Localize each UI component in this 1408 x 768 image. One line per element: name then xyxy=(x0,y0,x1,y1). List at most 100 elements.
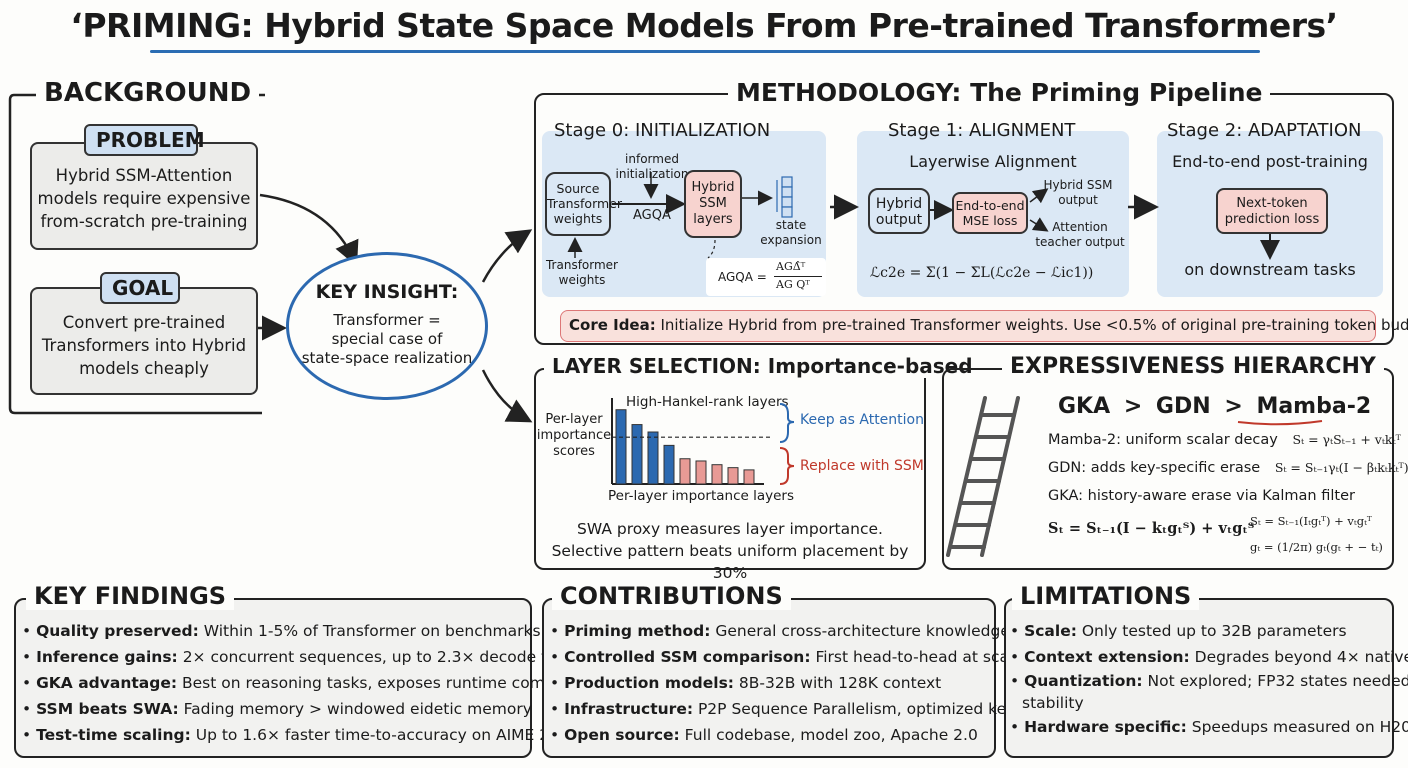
attn-output-label: Attention xyxy=(1052,220,1108,234)
x-axis-label: Per-layer importance layers xyxy=(608,488,795,504)
list-item: • Controlled SSM comparison: First head-… xyxy=(550,648,1023,666)
layer-selection-heading: LAYER SELECTION: Importance-based xyxy=(544,354,981,378)
list-item: • Hardware specific: Speedups measured o… xyxy=(1010,718,1408,736)
layer-caption-line: SWA proxy measures layer importance. xyxy=(577,520,883,538)
attn-output-label: teacher output xyxy=(1035,235,1125,249)
y-label-line: importance xyxy=(536,428,612,443)
list-item: • Infrastructure: P2P Sequence Paralleli… xyxy=(550,700,1044,718)
page-title: ‘PRIMING: Hybrid State Space Models From… xyxy=(70,6,1338,45)
chart-bar xyxy=(743,469,755,485)
mamba-line: Mamba-2: uniform scalar decay Sₜ = γₜSₜ₋… xyxy=(1048,432,1401,448)
list-item: • Quality preserved: Within 1-5% of Tran… xyxy=(22,622,541,640)
key-insight-line: special case of xyxy=(331,330,443,348)
stage2-title: Stage 2: ADAPTATION xyxy=(1167,120,1362,141)
key-findings-frame xyxy=(14,598,532,758)
list-item: • Scale: Only tested up to 32B parameter… xyxy=(1010,622,1347,640)
contributions-list: • Priming method: General cross-architec… xyxy=(550,618,1076,748)
informed-label: informed xyxy=(625,152,679,166)
y-label-line: scores xyxy=(553,444,595,459)
gka-label: GKA xyxy=(1058,394,1111,419)
formula-num: AGΔ̂ᵀ xyxy=(776,260,806,273)
contributions-heading: CONTRIBUTIONS xyxy=(552,582,791,610)
keep-attention-label: Keep as Attention xyxy=(800,412,924,428)
list-item: • Priming method: General cross-architec… xyxy=(550,622,1077,640)
arrow-insight-method xyxy=(481,229,533,283)
stage2-subtitle: End-to-end post-training xyxy=(1172,152,1368,171)
next-token-line: Next-token xyxy=(1236,196,1308,211)
gdn-line: GDN: adds key-specific erase Sₜ = Sₜ₋₁γₜ… xyxy=(1048,460,1408,476)
key-insight-ellipse: KEY INSIGHT: Transformer = special case … xyxy=(286,252,488,400)
list-item: • GKA advantage: Best on reasoning tasks… xyxy=(22,674,624,692)
expressiveness-heading: EXPRESSIVENESS HIERARCHY xyxy=(1002,354,1384,379)
list-item: stability xyxy=(1022,694,1084,712)
keep-brace xyxy=(779,403,795,443)
agqa-formula: AGQA = AGΔ̂ᵀ AG Qᵀ xyxy=(706,258,826,296)
next-token-line: prediction loss xyxy=(1224,212,1320,227)
source-box-line: Source xyxy=(556,181,600,196)
mamba-line-label: Mamba-2: uniform scalar decay xyxy=(1048,432,1278,448)
mse-line: End-to-end xyxy=(955,198,1025,213)
formula-lhs: AGQA = xyxy=(718,270,767,284)
source-box-line: Transformer xyxy=(547,196,623,211)
background-bracket xyxy=(8,93,262,415)
limitations-frame xyxy=(1004,598,1394,758)
list-item: • Context extension: Degrades beyond 4× … xyxy=(1010,648,1408,666)
mse-line: MSE loss xyxy=(962,213,1018,228)
key-findings-list: • Quality preserved: Within 1-5% of Tran… xyxy=(22,618,628,748)
goal-line: models cheaply xyxy=(79,359,209,378)
problem-label: PROBLEM xyxy=(84,124,205,156)
gdn-eq: Sₜ = Sₜ₋₁γₜ(I − βₜkₜkₜᵀ) xyxy=(1274,460,1408,475)
title-underline xyxy=(150,50,1260,53)
ssm-output-label: output xyxy=(1058,193,1098,207)
list-item: • Test-time scaling: Up to 1.6× faster t… xyxy=(22,726,579,744)
replace-brace xyxy=(779,447,795,485)
problem-line: from-scratch pre-training xyxy=(40,212,248,231)
hybrid-box-line: SSM xyxy=(699,196,727,211)
state-label: state xyxy=(775,218,807,232)
state-grid-icon xyxy=(781,176,793,218)
gdn-line-label: GDN: adds key-specific erase xyxy=(1048,460,1261,476)
problem-line: Hybrid SSM-Attention xyxy=(55,166,233,185)
key-insight-line: Transformer = xyxy=(333,311,441,329)
replace-ssm-label: Replace with SSM xyxy=(800,458,924,474)
mamba-eq: Sₜ = γₜSₜ₋₁ + vₜkₜᵀ xyxy=(1292,432,1401,447)
mamba-label: Mamba-2 xyxy=(1256,394,1372,419)
gka-eq-small2: gₜ = (1/2π) gₜ(gₜ + − tₜ) xyxy=(1250,540,1383,554)
list-item: • Open source: Full codebase, model zoo,… xyxy=(550,726,978,744)
methodology-heading: METHODOLOGY: The Priming Pipeline xyxy=(728,78,1271,107)
stage1-title: Stage 1: ALIGNMENT xyxy=(888,120,1076,141)
goal-box: Convert pre-trained Transformers into Hy… xyxy=(30,287,258,395)
hybrid-ssm-box: Hybrid SSM layers xyxy=(684,170,742,238)
limitations-heading: LIMITATIONS xyxy=(1012,582,1200,610)
list-item: • Production models: 8B-32B with 128K co… xyxy=(550,674,942,692)
layer-caption-line: Selective pattern beats uniform placemen… xyxy=(551,542,909,582)
chart-bar xyxy=(615,409,627,485)
chart-bar xyxy=(727,467,739,485)
list-item: • Quantization: Not explored; FP32 state… xyxy=(1010,672,1408,690)
stage1-subtitle: Layerwise Alignment xyxy=(909,152,1077,171)
list-item: • SSM beats SWA: Fading memory > windowe… xyxy=(22,700,532,718)
background-heading: BACKGROUND xyxy=(36,78,260,108)
ssm-output-label: Hybrid SSM xyxy=(1043,178,1113,192)
agqa-label: AGQA xyxy=(633,208,671,223)
hybrid-output-line: Hybrid xyxy=(875,196,923,212)
list-item: • Inference gains: 2× concurrent sequenc… xyxy=(22,648,628,666)
informed-label: initialization xyxy=(615,167,689,181)
state-label: expansion xyxy=(760,233,822,247)
mse-loss-box: End-to-end MSE loss xyxy=(952,192,1028,234)
chart-bar xyxy=(631,424,643,485)
chart-bar xyxy=(711,464,723,485)
chart-bar xyxy=(647,431,659,485)
gdn-label: GDN xyxy=(1155,394,1211,419)
gka-line: GKA: history-aware erase via Kalman filt… xyxy=(1048,488,1355,504)
problem-line: models require expensive xyxy=(37,189,251,208)
key-insight-heading: KEY INSIGHT: xyxy=(315,281,459,303)
key-insight-line: state-space realization xyxy=(301,349,473,367)
chart-bar xyxy=(679,458,691,485)
formula-den: AG Qᵀ xyxy=(776,278,810,291)
goal-label: GOAL xyxy=(100,272,180,304)
core-idea-text: Initialize Hybrid from pre-trained Trans… xyxy=(655,316,1408,334)
hybrid-box-line: layers xyxy=(693,212,733,227)
goal-line: Transformers into Hybrid xyxy=(41,336,247,355)
